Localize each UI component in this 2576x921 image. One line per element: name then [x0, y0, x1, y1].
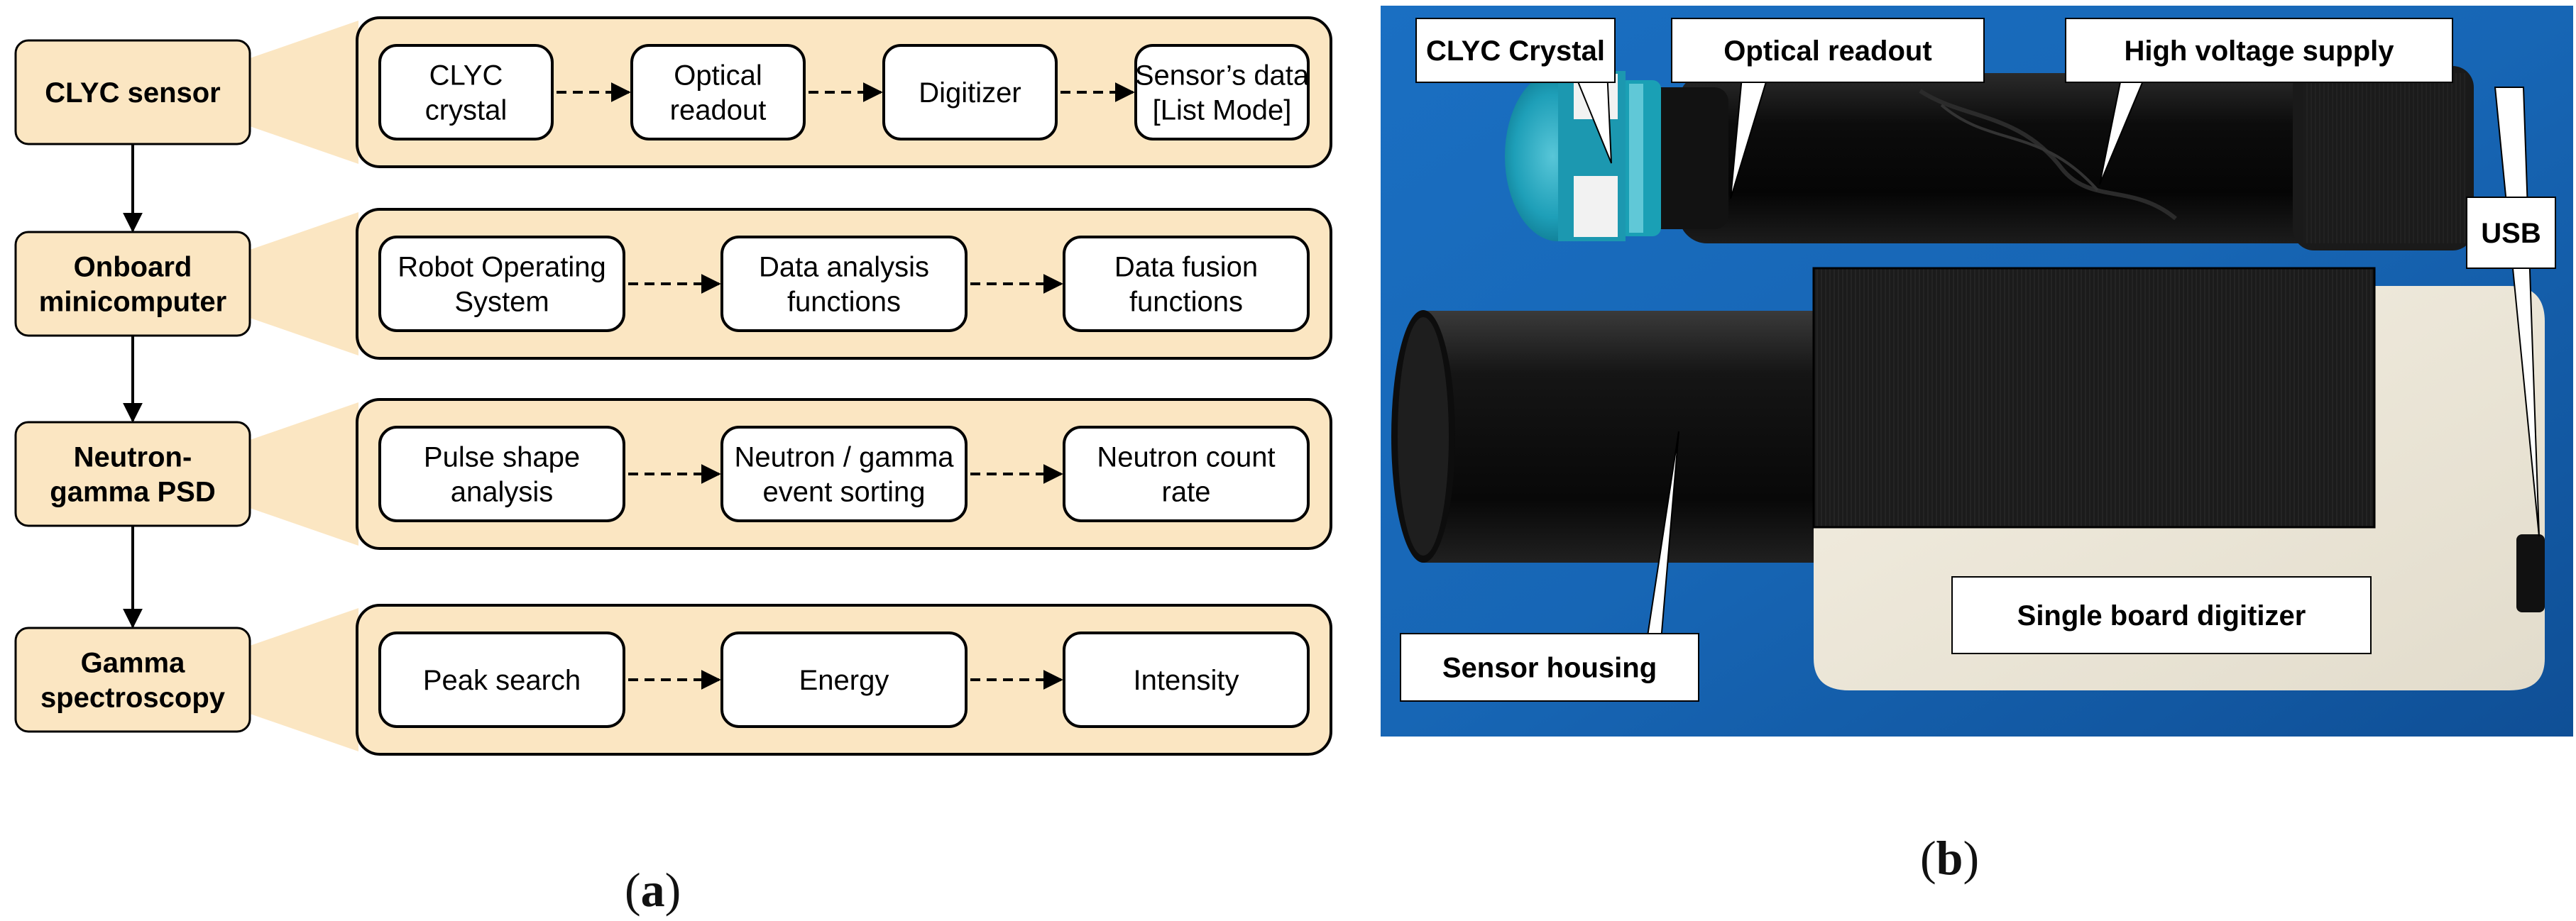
photo-label-usb: USB — [2481, 218, 2541, 249]
process-step-label: [List Mode] — [1153, 94, 1292, 126]
stage-label-box — [14, 231, 251, 337]
stage-label: spectroscopy — [40, 682, 226, 713]
photo-label-optical-readout: Optical readout — [1723, 35, 1931, 67]
sensor-photo: CLYC Crystal Optical readout High voltage … — [1381, 6, 2573, 737]
process-step-label: event sorting — [762, 476, 925, 507]
stage-callout — [250, 212, 358, 355]
photo-label-sensor-housing: Sensor housing — [1442, 653, 1657, 684]
stage-callout — [250, 608, 358, 751]
process-step-label: CLYC — [429, 60, 503, 92]
process-step-box — [630, 44, 806, 140]
process-step-box — [1063, 426, 1310, 522]
stage-callout — [250, 402, 358, 546]
process-step-label: rate — [1162, 476, 1211, 507]
process-step-label: Digitizer — [919, 77, 1021, 109]
process-step-box — [378, 44, 554, 140]
process-step-box — [1134, 44, 1310, 140]
caption-b: (b) — [1920, 831, 1980, 885]
process-step-label: Neutron count — [1097, 442, 1275, 473]
process-step-box — [378, 426, 625, 522]
process-step-label: Data fusion — [1114, 252, 1258, 283]
stage-callout — [250, 21, 358, 164]
photo-label-box — [1400, 633, 1699, 702]
process-step-label: analysis — [451, 476, 554, 507]
stage-label-box — [14, 627, 251, 733]
process-step-box — [378, 236, 625, 332]
process-step-label: Pulse shape — [424, 442, 580, 473]
process-step-label: Data analysis — [759, 252, 929, 283]
detector-tube — [1618, 66, 2474, 250]
process-step-label: Intensity — [1134, 665, 1239, 696]
process-step-label: Neutron / gamma — [734, 442, 954, 473]
stage-label-box — [14, 39, 251, 145]
process-step-label: Peak search — [423, 665, 581, 696]
process-step-box — [1063, 632, 1310, 728]
process-step-label: readout — [670, 94, 767, 126]
process-step-label: functions — [1129, 286, 1243, 317]
photo-label-box — [1415, 18, 1616, 83]
process-step-label: Sensor’s data — [1135, 60, 1310, 92]
process-step-box — [720, 632, 968, 728]
caption-a: (a) — [625, 863, 681, 917]
photo-label-box — [2065, 18, 2453, 83]
photo-label-box — [2466, 197, 2556, 269]
photo-label-clyc-crystal: CLYC Crystal — [1426, 35, 1605, 67]
stage-label: gamma PSD — [50, 476, 215, 507]
process-step-box — [378, 632, 625, 728]
process-step-box — [882, 44, 1058, 140]
stage-label-box — [14, 421, 251, 527]
process-step-label: Robot Operating — [398, 252, 606, 283]
photo-label-high-voltage: High voltage supply — [2124, 35, 2394, 67]
crystal-cap — [1505, 71, 1626, 241]
photo-label-box — [1951, 576, 2372, 654]
photo-label-box — [1671, 18, 1985, 83]
stage-label: Gamma — [81, 648, 185, 679]
process-step-label: functions — [787, 286, 901, 317]
stage-label: minicomputer — [39, 286, 226, 317]
process-step-box — [720, 236, 968, 332]
process-step-label: Energy — [799, 665, 889, 696]
photo-label-single-board: Single board digitizer — [2017, 600, 2306, 632]
stage-label: Onboard — [74, 252, 192, 283]
process-step-label: Optical — [674, 60, 762, 92]
process-step-label: crystal — [425, 94, 508, 126]
stage-label: CLYC sensor — [45, 77, 221, 109]
process-step-box — [1063, 236, 1310, 332]
stage-label: Neutron- — [74, 442, 192, 473]
process-step-label: System — [454, 286, 549, 317]
process-step-box — [720, 426, 968, 522]
